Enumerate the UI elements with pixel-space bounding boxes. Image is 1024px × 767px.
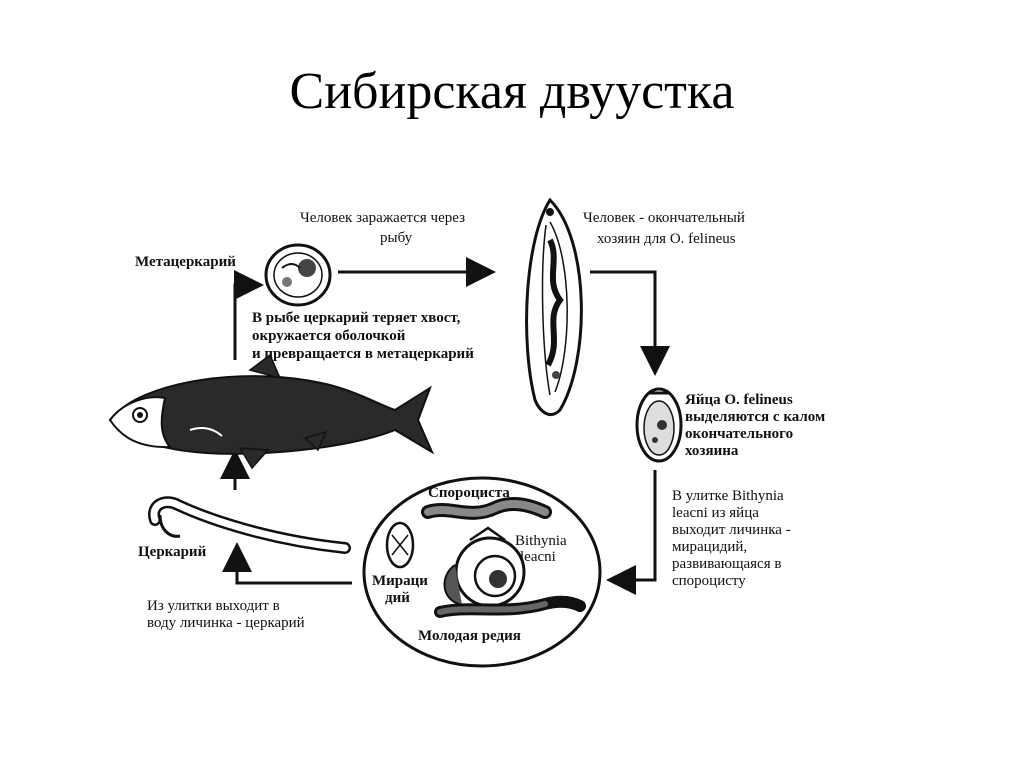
egg-illustration <box>635 387 683 463</box>
label-snail-line2: leacni из яйца <box>672 505 759 521</box>
label-metacercaria: Метацеркарий <box>135 254 236 270</box>
label-human-infected-line1: Человек заражается через <box>300 210 465 226</box>
fish-illustration <box>108 353 435 470</box>
label-sporocyst: Спороциста <box>428 485 510 501</box>
label-eggs-line1: Яйца O. felineus <box>685 392 793 408</box>
label-cercaria: Церкарий <box>138 544 207 560</box>
label-from-snail-line1: Из улитки выходит в <box>147 598 280 614</box>
label-fish-cercaria-line1: В рыбе церкарий теряет хвост, <box>252 310 461 326</box>
metacercaria-illustration <box>264 243 332 307</box>
label-bithynia-line2: leacni <box>520 549 556 565</box>
label-eggs-line3: окончательного <box>685 426 793 442</box>
label-from-snail-line2: воду личинка - церкарий <box>147 615 305 631</box>
arrow-fish-to-metacercaria <box>233 270 264 360</box>
label-young-redia: Молодая редия <box>418 628 521 644</box>
cercaria-illustration <box>148 496 351 554</box>
label-eggs-line2: выделяются с калом <box>685 409 825 425</box>
label-human-infected-line2: рыбу <box>380 230 413 246</box>
label-fish-cercaria-line2: окружается оболочкой <box>252 328 406 344</box>
label-snail-line1: В улитке Bithynia <box>672 488 784 504</box>
label-miracidium-line2: дий <box>385 590 410 606</box>
arrow-eggs-to-snail <box>606 470 657 595</box>
slide-title: Сибирская двуустка <box>289 63 735 120</box>
label-snail-line5: развивающаяся в <box>672 556 781 572</box>
arrow-human-to-eggs <box>590 270 670 376</box>
arrow-snail-to-cercaria <box>222 542 352 585</box>
adult-fluke-illustration <box>525 197 583 416</box>
label-bithynia-line1: Bithynia <box>515 533 567 549</box>
label-definitive-host-line2: хозяин для O. felineus <box>597 231 736 247</box>
snail-circle <box>362 476 602 668</box>
label-eggs-line4: хозяина <box>685 443 739 459</box>
label-miracidium-line1: Мираци <box>372 573 428 589</box>
label-fish-cercaria-line3: и превращается в метацеркарий <box>252 346 474 362</box>
label-snail-line3: выходит личинка - <box>672 522 791 538</box>
label-definitive-host-line1: Человек - окончательный <box>583 210 745 226</box>
label-snail-line4: мирацидий, <box>672 539 747 555</box>
label-snail-line6: спороцисту <box>672 573 746 589</box>
